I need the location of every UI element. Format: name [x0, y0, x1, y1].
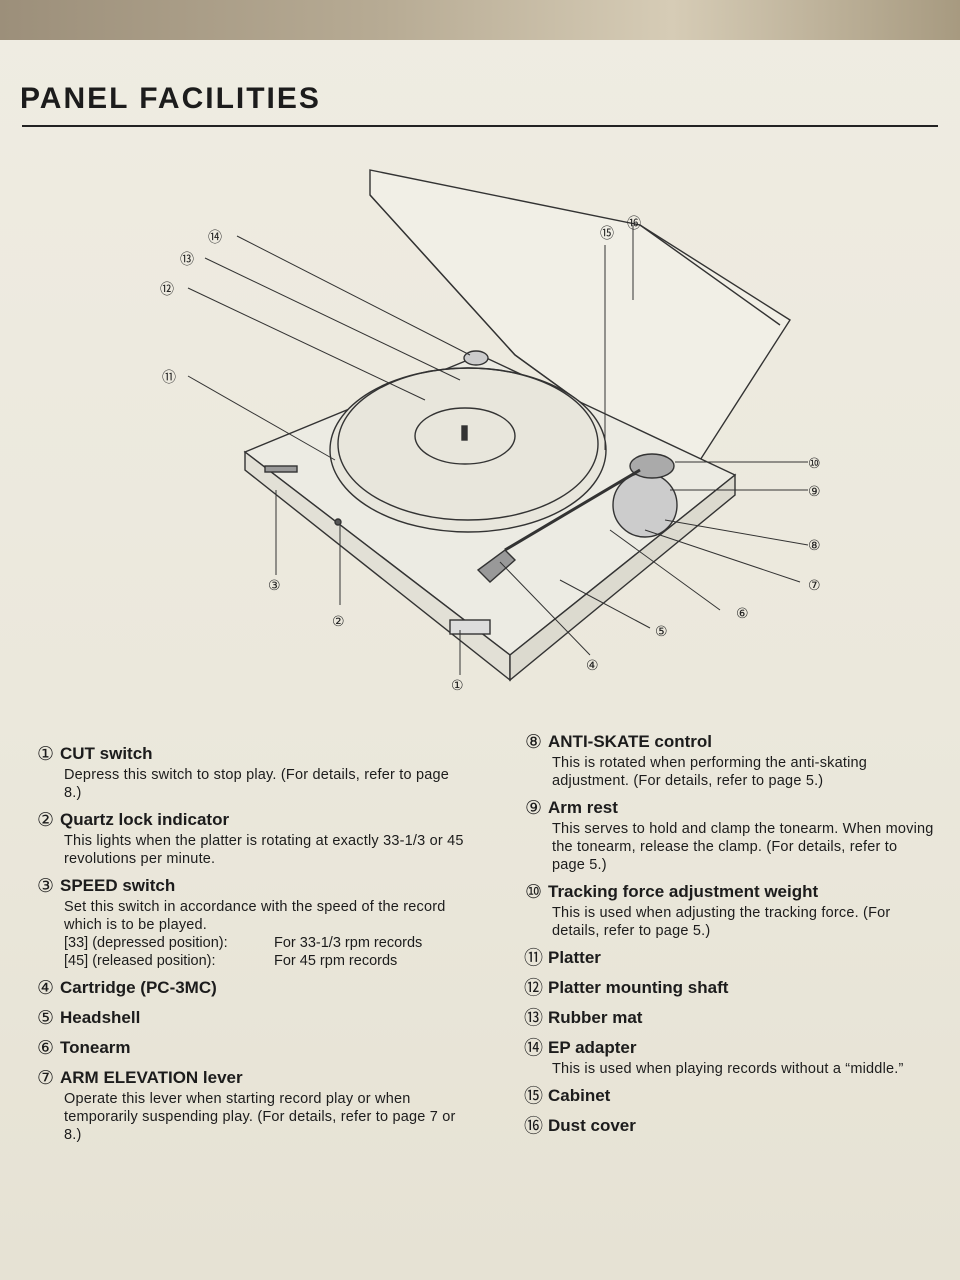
item-description: Operate this lever when starting record …: [64, 1091, 456, 1143]
item-arm-rest: ⑨ Arm rest This serves to hold and clamp …: [524, 796, 934, 874]
callout-8: ⑧: [808, 538, 821, 554]
tonearm-base: [612, 472, 678, 538]
callout-4: ④: [586, 658, 599, 674]
headshell: [476, 549, 517, 583]
speed-row: [33] (depressed position): For 33-1/3 rp…: [64, 934, 466, 952]
callout-14: ⑭: [208, 230, 222, 246]
speed-value: For 45 rpm records: [274, 953, 398, 969]
speed-row: [45] (released position): For 45 rpm rec…: [64, 952, 466, 970]
item-title: ANTI-SKATE control: [548, 732, 713, 751]
item-title: Tonearm: [60, 1038, 131, 1057]
item-title: Arm rest: [548, 798, 618, 817]
item-cartridge: ④ Cartridge (PC-3MC): [36, 976, 466, 1000]
page-title: PANEL FACILITIES: [20, 82, 321, 115]
item-title: ARM ELEVATION lever: [60, 1068, 243, 1087]
item-description: This lights when the platter is rotating…: [64, 833, 464, 867]
item-speed-switch: ③ SPEED switch Set this switch in accorda…: [36, 874, 466, 970]
item-number: ①: [36, 744, 55, 766]
item-description: This is used when adjusting the tracking…: [552, 905, 891, 939]
quartz-lamp: [334, 518, 342, 526]
item-title: Platter: [548, 948, 601, 967]
tonearm: [504, 468, 641, 552]
item-number: ⑫: [524, 978, 544, 1000]
callout-10: ⑩: [808, 456, 821, 472]
item-number: ⑦: [36, 1068, 55, 1090]
callout-2: ②: [332, 614, 345, 630]
item-title: Quartz lock indicator: [60, 810, 230, 829]
label-area: [414, 407, 516, 465]
item-title: EP adapter: [548, 1038, 637, 1057]
item-arm-elevation-lever: ⑦ ARM ELEVATION lever Operate this lever …: [36, 1066, 466, 1144]
item-quartz-lock-indicator: ② Quartz lock indicator This lights when …: [36, 808, 466, 868]
item-headshell: ⑤ Headshell: [36, 1006, 466, 1030]
turntable-illustration: ⑭ ⑬ ⑫ ⑪ ③ ② ① ④ ⑤ ⑥ ⑦ ⑧ ⑨ ⑩ ⑮ ⑯: [160, 169, 821, 694]
item-number: ⑮: [524, 1086, 544, 1108]
background-surface: [0, 0, 960, 40]
callout-16: ⑯: [627, 216, 641, 232]
item-description: This is rotated when performing the anti…: [552, 755, 868, 789]
item-number: ⑤: [36, 1008, 55, 1030]
item-number: ⑧: [524, 732, 543, 754]
item-title: Cabinet: [548, 1086, 611, 1105]
item-title: Platter mounting shaft: [548, 978, 729, 997]
item-tonearm: ⑥ Tonearm: [36, 1036, 466, 1060]
speed-key: [33] (depressed position):: [64, 935, 228, 951]
item-title: Cartridge (PC-3MC): [60, 978, 217, 997]
callout-9: ⑨: [808, 484, 821, 500]
speed-switch: [264, 465, 298, 473]
turntable-diagram: ⑭ ⑬ ⑫ ⑪ ③ ② ① ④ ⑤ ⑥ ⑦ ⑧ ⑨ ⑩ ⑮ ⑯: [140, 150, 840, 710]
item-number: ④: [36, 978, 55, 1000]
callout-7: ⑦: [808, 578, 821, 594]
item-description: This serves to hold and clamp the tonear…: [552, 821, 934, 873]
cut-switch: [449, 619, 491, 635]
item-number: ⑪: [524, 948, 544, 970]
callout-12: ⑫: [160, 282, 174, 298]
facilities-list-left: ① CUT switch Depress this switch to stop …: [36, 742, 466, 1150]
item-number: ②: [36, 810, 55, 832]
rubber-mat: [337, 367, 599, 521]
callout-13: ⑬: [180, 252, 194, 268]
item-tracking-force-weight: ⑩ Tracking force adjustment weight This i…: [524, 880, 934, 940]
title-rule: [22, 125, 938, 127]
item-cut-switch: ① CUT switch Depress this switch to stop …: [36, 742, 466, 802]
callout-11: ⑪: [162, 370, 176, 386]
item-title: Tracking force adjustment weight: [548, 882, 819, 901]
item-title: SPEED switch: [60, 876, 176, 895]
callout-5: ⑤: [655, 624, 668, 640]
ep-adapter: [463, 350, 489, 366]
item-number: ⑨: [524, 798, 543, 820]
item-anti-skate-control: ⑧ ANTI-SKATE control This is rotated when…: [524, 730, 934, 790]
callout-1: ①: [451, 678, 464, 694]
callout-15: ⑮: [600, 226, 614, 242]
item-title: CUT switch: [60, 744, 153, 763]
facilities-list-right: ⑧ ANTI-SKATE control This is rotated when…: [524, 730, 934, 1144]
item-title: Headshell: [60, 1008, 141, 1027]
callout-3: ③: [268, 578, 281, 594]
speed-value: For 33-1/3 rpm records: [274, 935, 423, 951]
item-description: Depress this switch to stop play. (For d…: [64, 767, 450, 801]
item-description: This is used when playing records withou…: [552, 1061, 904, 1077]
speed-table: [33] (depressed position): For 33-1/3 rp…: [64, 934, 466, 970]
item-title: Dust cover: [548, 1116, 636, 1135]
item-number: ⑯: [524, 1116, 544, 1138]
callout-6: ⑥: [736, 606, 749, 622]
speed-key: [45] (released position):: [64, 953, 216, 969]
item-title: Rubber mat: [548, 1008, 643, 1027]
item-description: Set this switch in accordance with the s…: [64, 899, 446, 933]
item-number: ⑥: [36, 1038, 55, 1060]
item-number: ⑬: [524, 1008, 544, 1030]
counterweight: [629, 453, 675, 479]
spindle: [461, 425, 468, 441]
item-number: ⑩: [524, 882, 543, 904]
item-number: ③: [36, 876, 55, 898]
item-number: ⑭: [524, 1038, 544, 1060]
